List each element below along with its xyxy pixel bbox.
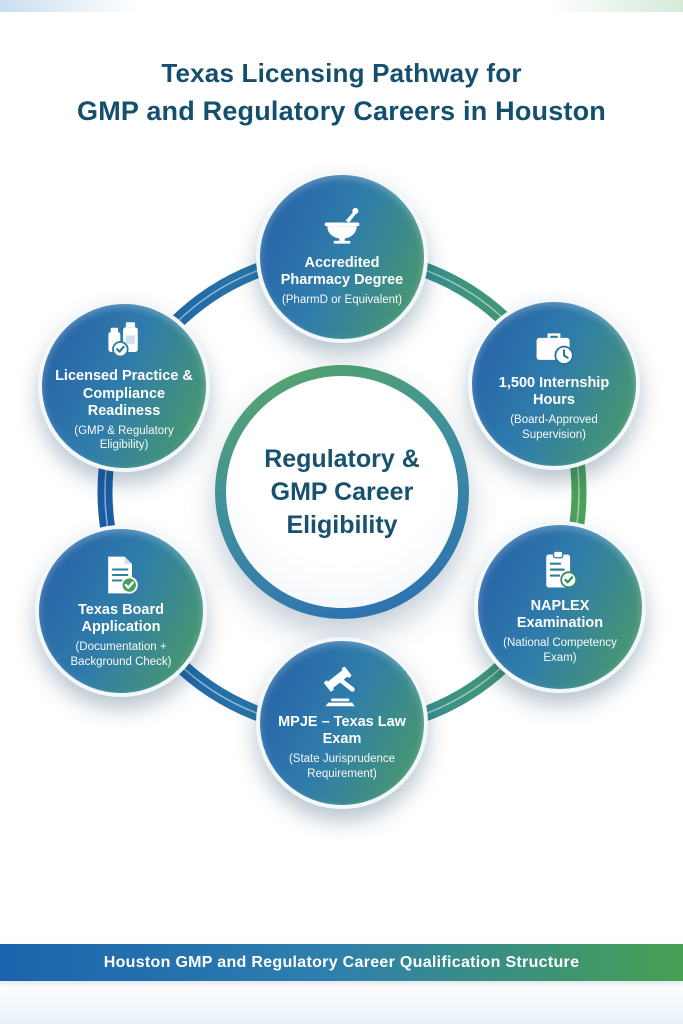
- center-label-line3: Eligibility: [286, 510, 398, 539]
- center-label-line2: GMP Career: [270, 477, 414, 506]
- node-subtitle: (National Competency Exam): [503, 637, 617, 664]
- footer-banner-text: Houston GMP and Regulatory Career Qualif…: [103, 953, 580, 971]
- node-licensed-practice-compliance: Licensed Practice & Compliance Readiness…: [38, 300, 210, 472]
- footer-background: [0, 981, 683, 1024]
- medicine-bottle-check-icon: [102, 319, 146, 363]
- page-title-line1: Texas Licensing Pathway for: [161, 58, 522, 88]
- clipboard-checklist-icon: [538, 549, 582, 593]
- node-title: 1,500 Internship Hours: [498, 375, 610, 409]
- center-label-line1: Regulatory &: [264, 444, 420, 473]
- page-title-line2: GMP and Regulatory Careers in Houston: [77, 96, 606, 126]
- node-subtitle: (Documentation + Background Check): [70, 641, 172, 668]
- node-mpje-texas-law-exam: MPJE – Texas Law Exam (State Jurispruden…: [256, 637, 428, 809]
- top-gradient-accent: [0, 0, 683, 12]
- center-hub: Regulatory & GMP Career Eligibility: [215, 365, 469, 619]
- gavel-icon: [320, 665, 364, 709]
- node-title: NAPLEX Examination: [516, 598, 604, 632]
- node-subtitle: (PharmD or Equivalent): [281, 294, 403, 307]
- node-internship-hours: 1,500 Internship Hours (Board-Approved S…: [468, 298, 640, 470]
- node-title: Accredited Pharmacy Degree: [280, 255, 404, 289]
- node-title: Licensed Practice & Compliance Readiness: [55, 368, 193, 419]
- node-texas-board-application: Texas Board Application (Documentation +…: [35, 525, 207, 697]
- node-subtitle: (State Jurisprudence Requirement): [288, 753, 396, 780]
- footer-banner: Houston GMP and Regulatory Career Qualif…: [0, 944, 683, 981]
- node-naplex-examination: NAPLEX Examination (National Competency …: [474, 521, 646, 693]
- mortar-pestle-icon: [320, 206, 364, 250]
- page-title: Texas Licensing Pathway for GMP and Regu…: [0, 58, 683, 127]
- node-subtitle: (Board-Approved Supervision): [510, 414, 598, 441]
- center-hub-inner: Regulatory & GMP Career Eligibility: [226, 376, 458, 608]
- document-check-icon: [99, 553, 143, 597]
- node-accredited-pharmacy-degree: Accredited Pharmacy Degree (PharmD or Eq…: [256, 171, 428, 343]
- briefcase-clock-icon: [532, 326, 576, 370]
- node-title: MPJE – Texas Law Exam: [278, 714, 406, 748]
- node-title: Texas Board Application: [78, 602, 164, 636]
- node-subtitle: (GMP & Regulatory Eligibility): [74, 424, 174, 452]
